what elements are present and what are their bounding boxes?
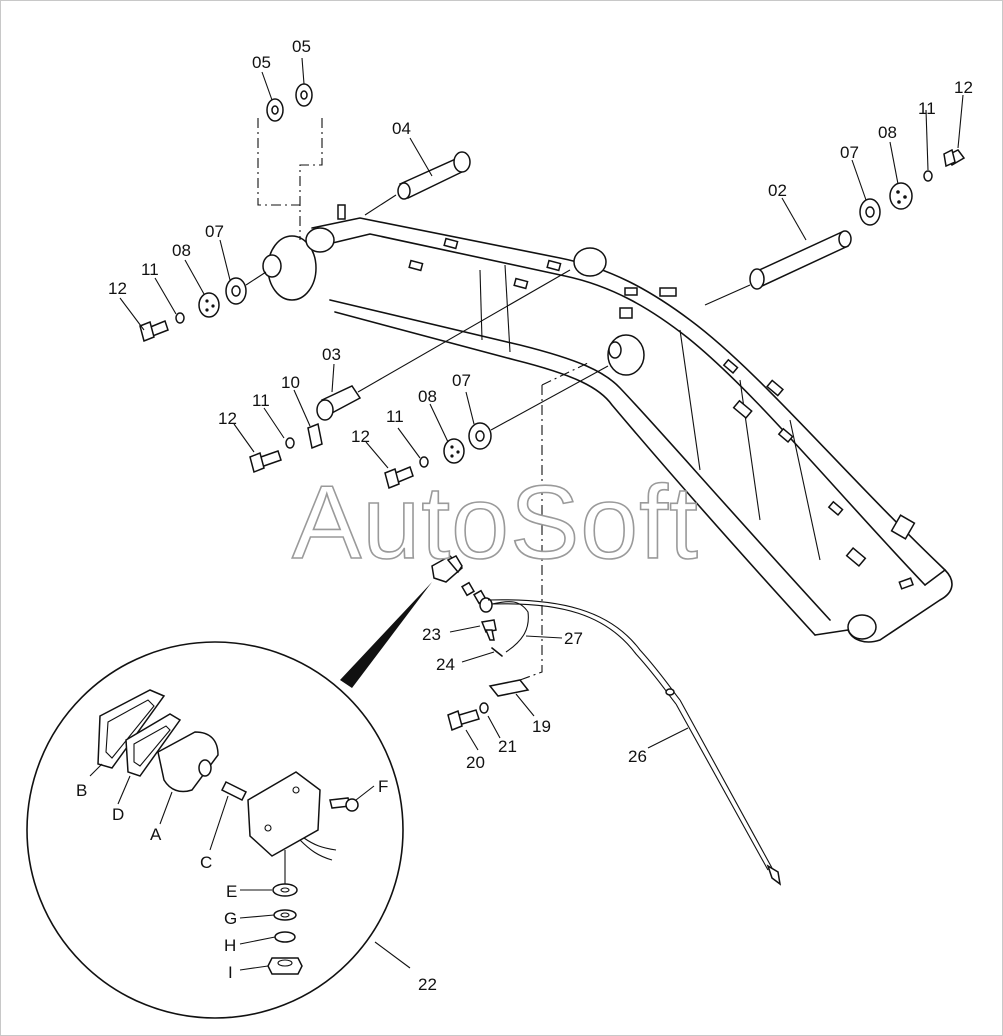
lamp-exploded-detail: [97, 689, 359, 975]
lockwasher-11-right: [923, 170, 933, 182]
callout-04: 04: [392, 119, 411, 138]
callout-labels: 05 05 04 12 11 08 07 02 07 08 11 12 03 1…: [108, 37, 973, 994]
callout-12: 12: [108, 279, 127, 298]
callout-11: 11: [918, 99, 936, 118]
callout-05: 05: [292, 37, 311, 56]
detail-label-H: H: [224, 936, 236, 955]
callout-07: 07: [452, 371, 471, 390]
detail-label-C: C: [200, 853, 212, 872]
callout-11: 11: [141, 260, 159, 279]
callout-12: 12: [954, 78, 973, 97]
lamp-housing: [247, 771, 321, 857]
detail-label-E: E: [226, 882, 237, 901]
callout-10: 10: [281, 373, 300, 392]
gasket-B: [97, 689, 166, 769]
detail-circle-22: [26, 641, 404, 1019]
plate-10: [307, 422, 323, 450]
pin-04: [364, 151, 471, 216]
leader-lines: [89, 57, 964, 971]
boom-assembly: [262, 204, 953, 643]
detail-label-A: A: [150, 825, 162, 844]
clip-24: [491, 647, 503, 657]
nut-E: [272, 883, 298, 897]
callout-05: 05: [252, 53, 271, 72]
bolt-12-left: [139, 320, 169, 343]
harness-26: [487, 599, 782, 886]
callout-11: 11: [386, 407, 404, 426]
callout-11: 11: [252, 391, 270, 410]
detail-labels: B D A C F E G H I: [76, 777, 388, 982]
lockwasher-H: [274, 931, 296, 943]
callout-19: 19: [532, 717, 551, 736]
callout-07: 07: [840, 143, 859, 162]
bracket-19: [488, 679, 530, 697]
bolt-12-lower-left: [249, 450, 282, 474]
lockwasher-11-left: [175, 312, 185, 324]
callout-20: 20: [466, 753, 485, 772]
detail-label-G: G: [224, 909, 237, 928]
bolt-23: [480, 619, 497, 641]
lockwasher-11-lower-left: [285, 437, 295, 449]
detail-label-F: F: [378, 777, 388, 796]
washer-G: [273, 909, 297, 921]
frame-D: [125, 713, 182, 777]
plate-08-right: [889, 182, 913, 210]
washer-21: [479, 702, 489, 714]
callout-12: 12: [351, 427, 370, 446]
callout-03: 03: [322, 345, 341, 364]
callout-07: 07: [205, 222, 224, 241]
plate-08-middle: [443, 438, 465, 464]
work-light-assembly: [431, 555, 529, 653]
callout-02: 02: [768, 181, 787, 200]
pin-03: [316, 269, 571, 421]
bolt-12-right: [943, 148, 966, 168]
detail-label-B: B: [76, 781, 87, 800]
bolt-20: [447, 709, 480, 732]
detail-label-D: D: [112, 805, 124, 824]
callout-24: 24: [436, 655, 455, 674]
plate-08-left: [198, 292, 220, 318]
callout-12: 12: [218, 409, 237, 428]
bulb-C: [220, 780, 248, 802]
detail-label-I: I: [228, 963, 233, 982]
callout-23: 23: [422, 625, 441, 644]
lockwasher-11-middle: [419, 456, 429, 468]
callout-21: 21: [498, 737, 517, 756]
callout-08: 08: [878, 123, 897, 142]
callout-08: 08: [418, 387, 437, 406]
callout-22: 22: [418, 975, 437, 994]
callout-27: 27: [564, 629, 583, 648]
watermark: AutoSoft: [292, 465, 699, 581]
callout-26: 26: [628, 747, 647, 766]
bolt-12-middle: [384, 466, 414, 490]
pin-02: [704, 230, 852, 306]
detail-pointer: [340, 582, 432, 688]
callout-08: 08: [172, 241, 191, 260]
